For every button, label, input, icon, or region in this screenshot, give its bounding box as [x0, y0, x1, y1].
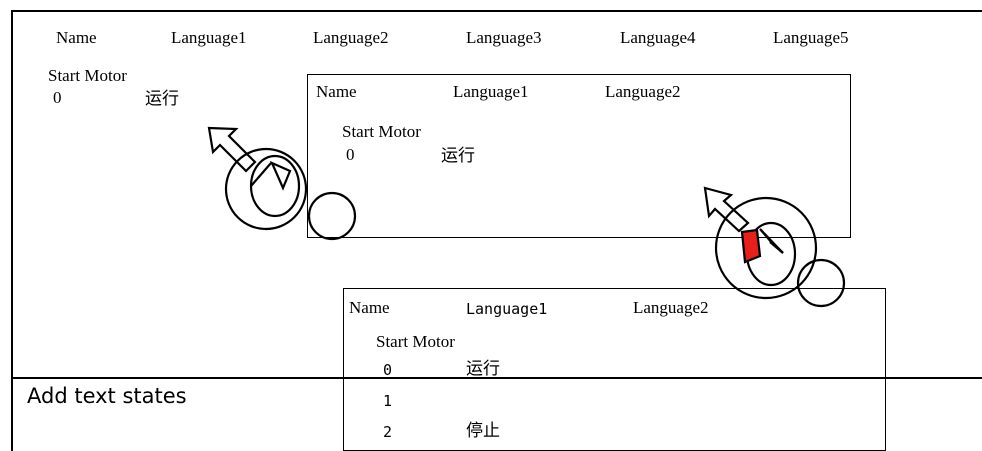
popup1-state-value: 0: [346, 145, 355, 164]
caption-add-text-states: Add text states: [27, 384, 187, 408]
popup-panel-2: Name Language1 Language2 Start Motor 0 运…: [343, 288, 886, 451]
main-frame-divider: [11, 377, 982, 379]
popup2-row-2-value: 2: [383, 423, 393, 441]
popup2-header-name: Name: [349, 298, 390, 317]
popup2-row-0-text: 运行: [466, 359, 500, 379]
popup1-header-language1: Language1: [453, 82, 529, 101]
popup2-row-0-value: 0: [383, 361, 393, 379]
header-language1: Language1: [171, 28, 247, 47]
popup2-header-language1: Language1: [466, 300, 548, 318]
row-name: Start Motor: [48, 66, 127, 85]
popup2-row-name: Start Motor: [376, 332, 455, 351]
header-language2: Language2: [313, 28, 389, 47]
popup1-header-name: Name: [316, 82, 357, 101]
popup2-row-2-text: 停止: [466, 421, 500, 441]
header-language3: Language3: [466, 28, 542, 47]
popup2-header-language2: Language2: [633, 298, 709, 317]
state-value: 0: [53, 88, 62, 107]
state-text: 运行: [145, 89, 179, 109]
popup1-row-name: Start Motor: [342, 122, 421, 141]
popup1-state-text: 运行: [441, 146, 475, 166]
header-language5: Language5: [773, 28, 849, 47]
cursor-arrow-icon: [207, 126, 257, 173]
header-language4: Language4: [620, 28, 696, 47]
main-frame-left: [11, 10, 13, 451]
popup2-row-1-value: 1: [383, 392, 393, 410]
popup1-header-language2: Language2: [605, 82, 681, 101]
header-name: Name: [56, 28, 97, 47]
popup-panel-1: Name Language1 Language2 Start Motor 0 运…: [307, 74, 851, 238]
main-frame-top: [11, 10, 982, 12]
